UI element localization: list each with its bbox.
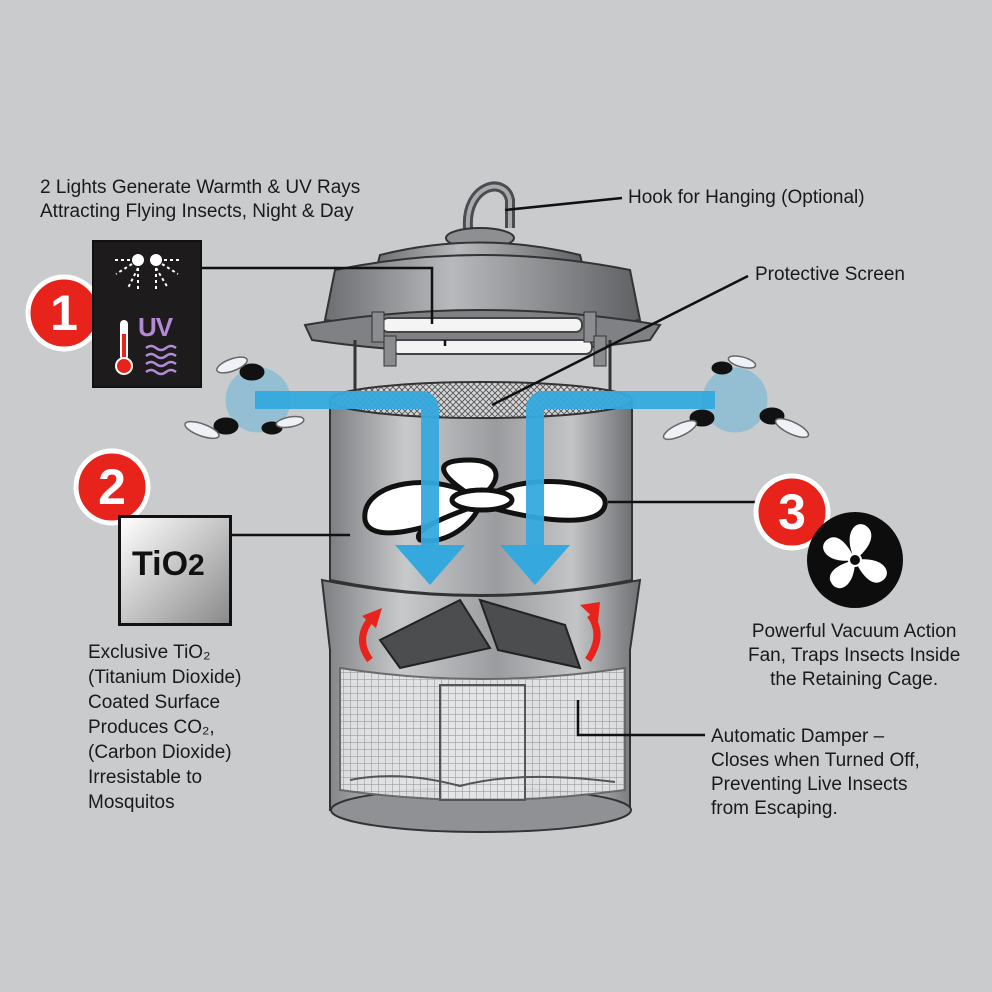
thermometer-icon xyxy=(115,320,133,375)
tio2-line: Irresistable to xyxy=(88,767,203,788)
uv-lamps xyxy=(353,311,612,395)
tio2-line: Exclusive TiO₂ xyxy=(88,642,211,663)
badge-three xyxy=(753,473,831,551)
tio2-line: (Carbon Dioxide) xyxy=(88,742,232,763)
uv-label: UV xyxy=(138,312,173,342)
tio2-line: Coated Surface xyxy=(88,692,221,713)
fan-line: Fan, Traps Insects Inside xyxy=(748,645,961,666)
automatic-damper xyxy=(359,598,601,670)
tio2-line: Produces CO₂, xyxy=(88,717,215,738)
uv-warmth-box xyxy=(92,240,202,388)
tio2-symbol: TiO2 xyxy=(132,545,205,584)
insect-ring-right xyxy=(702,367,768,433)
trap-lid xyxy=(303,227,662,354)
retaining-cage xyxy=(339,666,626,801)
lights-description: 2 Lights Generate Warmth & UV Rays Attra… xyxy=(40,176,360,224)
airflow-arrows xyxy=(255,391,715,545)
damper-line: Closes when Turned Off, xyxy=(711,750,920,771)
damper-description: Automatic Damper – Closes when Turned Of… xyxy=(711,725,920,821)
heat-wave-icon xyxy=(145,344,177,376)
lights-line: Attracting Flying Insects, Night & Day xyxy=(40,201,354,222)
tio2-description: Exclusive TiO₂ (Titanium Dioxide) Coated… xyxy=(88,640,241,815)
fan-icon xyxy=(807,512,903,608)
airflow-arrowheads xyxy=(395,545,570,585)
badge-three-number: 3 xyxy=(778,484,806,540)
hook-label: Hook for Hanging (Optional) xyxy=(628,187,865,208)
damper-line: Automatic Damper – xyxy=(711,726,885,747)
fan-line: the Retaining Cage. xyxy=(770,669,939,690)
insect-icon xyxy=(184,355,810,441)
damper-line: Preventing Live Insects xyxy=(711,774,908,795)
damper-line: from Escaping. xyxy=(711,798,838,819)
fan-description: Powerful Vacuum Action Fan, Traps Insect… xyxy=(748,620,960,692)
tio2-main: TiO xyxy=(132,545,189,583)
tio2-sub: 2 xyxy=(188,549,205,582)
badge-two xyxy=(73,448,151,526)
lights-line: 2 Lights Generate Warmth & UV Rays xyxy=(40,177,361,198)
fan-line: Powerful Vacuum Action xyxy=(751,621,957,642)
badge-one-number: 1 xyxy=(50,285,78,341)
tio2-line: Mosquitos xyxy=(88,792,175,813)
leader-lines xyxy=(198,196,760,737)
tio2-line: (Titanium Dioxide) xyxy=(88,667,242,688)
hanging-hook xyxy=(462,181,515,229)
screen-label: Protective Screen xyxy=(755,264,905,285)
tio2-box xyxy=(118,515,232,626)
badge-two-number: 2 xyxy=(98,459,126,515)
uv-light-icon xyxy=(114,254,180,376)
